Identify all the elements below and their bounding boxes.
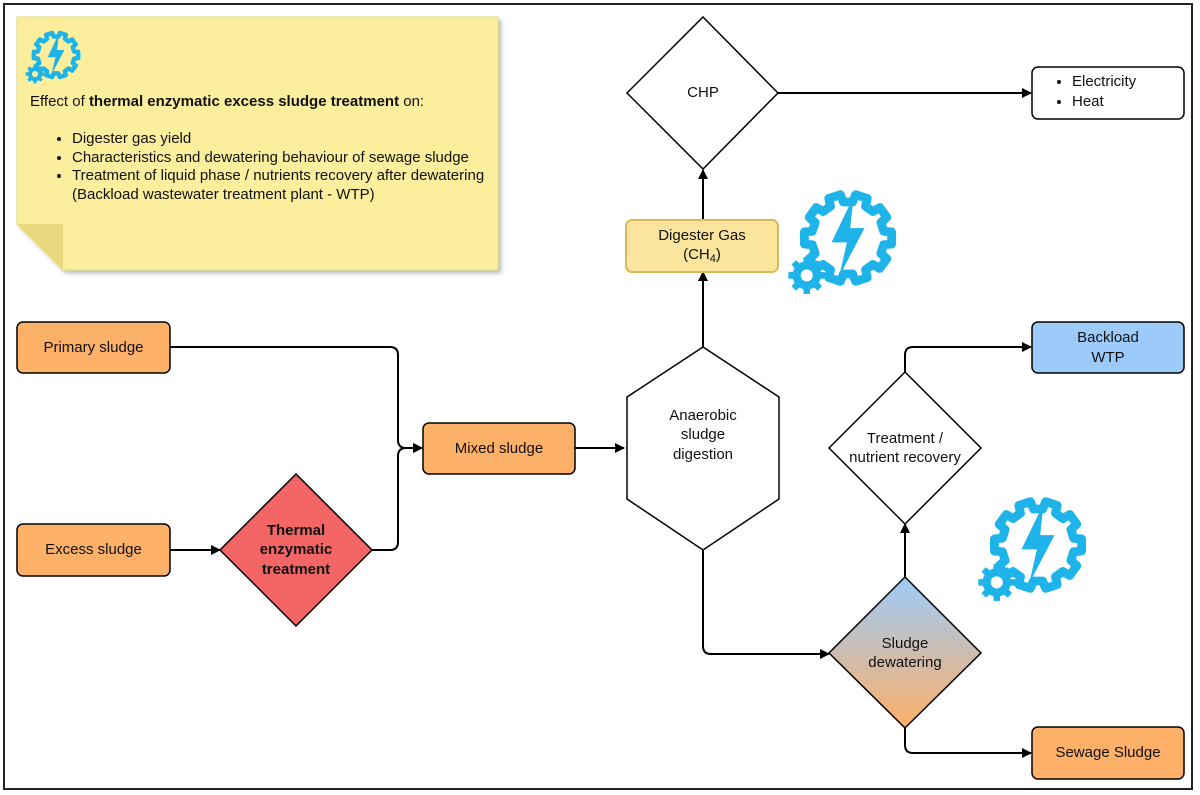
- backload-line-2: WTP: [1091, 348, 1125, 366]
- note-text: Effect of thermal enzymatic excess sludg…: [30, 93, 490, 205]
- primary-sludge-box: [16, 321, 171, 374]
- sticky-note: [16, 16, 499, 271]
- edge-dewatering-to-sewage: [904, 728, 1032, 758]
- digestion-line-2: sludge: [680, 426, 726, 444]
- recovery-diamond: [827, 370, 983, 526]
- digester-gas-label: Digester Gas (CH4): [626, 220, 778, 272]
- edge-digestion-to-dewatering: [702, 550, 830, 659]
- gas-line-1: Digester Gas: [658, 226, 746, 244]
- dewatering-line-1: Sludge: [881, 634, 929, 652]
- small-gear-hole: [800, 269, 813, 282]
- chp-diamond: [625, 15, 780, 171]
- small-gear-hole: [990, 576, 1003, 589]
- backload-line-1: Backload: [1077, 329, 1139, 346]
- small-gear-hole: [31, 70, 39, 78]
- digestion-label: Anaerobic sludge digestion: [643, 395, 763, 475]
- note-bullet-list: Digester gas yield Characteristics and d…: [30, 130, 490, 205]
- output-item: Heat: [1072, 92, 1136, 112]
- mixed-sludge-label: Mixed sludge: [454, 439, 544, 457]
- recovery-line-1: Treatment /: [866, 429, 944, 447]
- output-item: Electricity: [1072, 72, 1136, 92]
- edge-thermal-to-mixed: [372, 443, 423, 551]
- digestion-hexagon: [626, 346, 780, 551]
- gear-icon: [800, 190, 896, 286]
- digestion-line-1: Anaerobic: [669, 406, 737, 424]
- dewatering-line-2: dewatering: [868, 654, 942, 671]
- thermal-line-2: enzymatic: [259, 541, 333, 559]
- lightning-icon: [1021, 503, 1055, 584]
- sewage-sludge-box: [1031, 726, 1185, 780]
- dewatering-label: Sludge dewatering: [845, 630, 965, 676]
- digestion-line-3: digestion: [672, 445, 734, 463]
- outputs-box: [1031, 66, 1185, 120]
- thermal-treatment-diamond: [218, 472, 374, 628]
- lightning-icon: [831, 196, 865, 277]
- excess-sludge-label: Excess sludge: [45, 541, 142, 559]
- thermal-line-3: treatment: [261, 560, 331, 578]
- excess-sludge-box: [16, 523, 171, 577]
- chp-label: CHP: [687, 84, 719, 102]
- connectors: [170, 88, 1032, 758]
- gear-icon: [31, 30, 81, 80]
- digester-gas-box: [625, 219, 779, 273]
- edge-primary-to-mixed: [170, 346, 423, 453]
- thermal-line-1: Thermal: [266, 521, 326, 539]
- recovery-line-2: nutrient recovery: [849, 449, 961, 466]
- gas-subscript: 4: [709, 253, 716, 266]
- note-bullet: Digester gas yield: [72, 130, 490, 149]
- gear-bolt-icon-dewatering: [978, 497, 1086, 601]
- gas-line-2: (CH4): [683, 245, 721, 266]
- backload-wtp-label: Backload WTP: [1032, 322, 1184, 373]
- gas-formula: (CH: [683, 246, 710, 264]
- edge-recovery-to-backload: [904, 342, 1032, 372]
- gear-icon: [990, 497, 1086, 593]
- lightning-icon: [47, 34, 65, 75]
- gas-close: ): [715, 246, 721, 264]
- note-bullet: Characteristics and dewatering behaviour…: [72, 149, 490, 168]
- backload-wtp-box: [1031, 321, 1185, 374]
- sewage-sludge-label: Sewage Sludge: [1055, 744, 1161, 762]
- gear-bolt-icon-note: [25, 30, 81, 84]
- mixed-sludge-box: [422, 422, 576, 475]
- thermal-treatment-label: Thermal enzymatic treatment: [236, 510, 356, 590]
- primary-sludge-label: Primary sludge: [43, 338, 144, 356]
- note-heading: Effect of thermal enzymatic excess sludg…: [30, 93, 425, 110]
- gear-bolt-icon-gas: [788, 190, 896, 294]
- recovery-label: Treatment / nutrient recovery: [835, 425, 975, 471]
- dewatering-diamond: [827, 575, 983, 730]
- note-bullet: Treatment of liquid phase / nutrients re…: [72, 167, 490, 205]
- outputs-list: Electricity Heat: [1050, 72, 1136, 113]
